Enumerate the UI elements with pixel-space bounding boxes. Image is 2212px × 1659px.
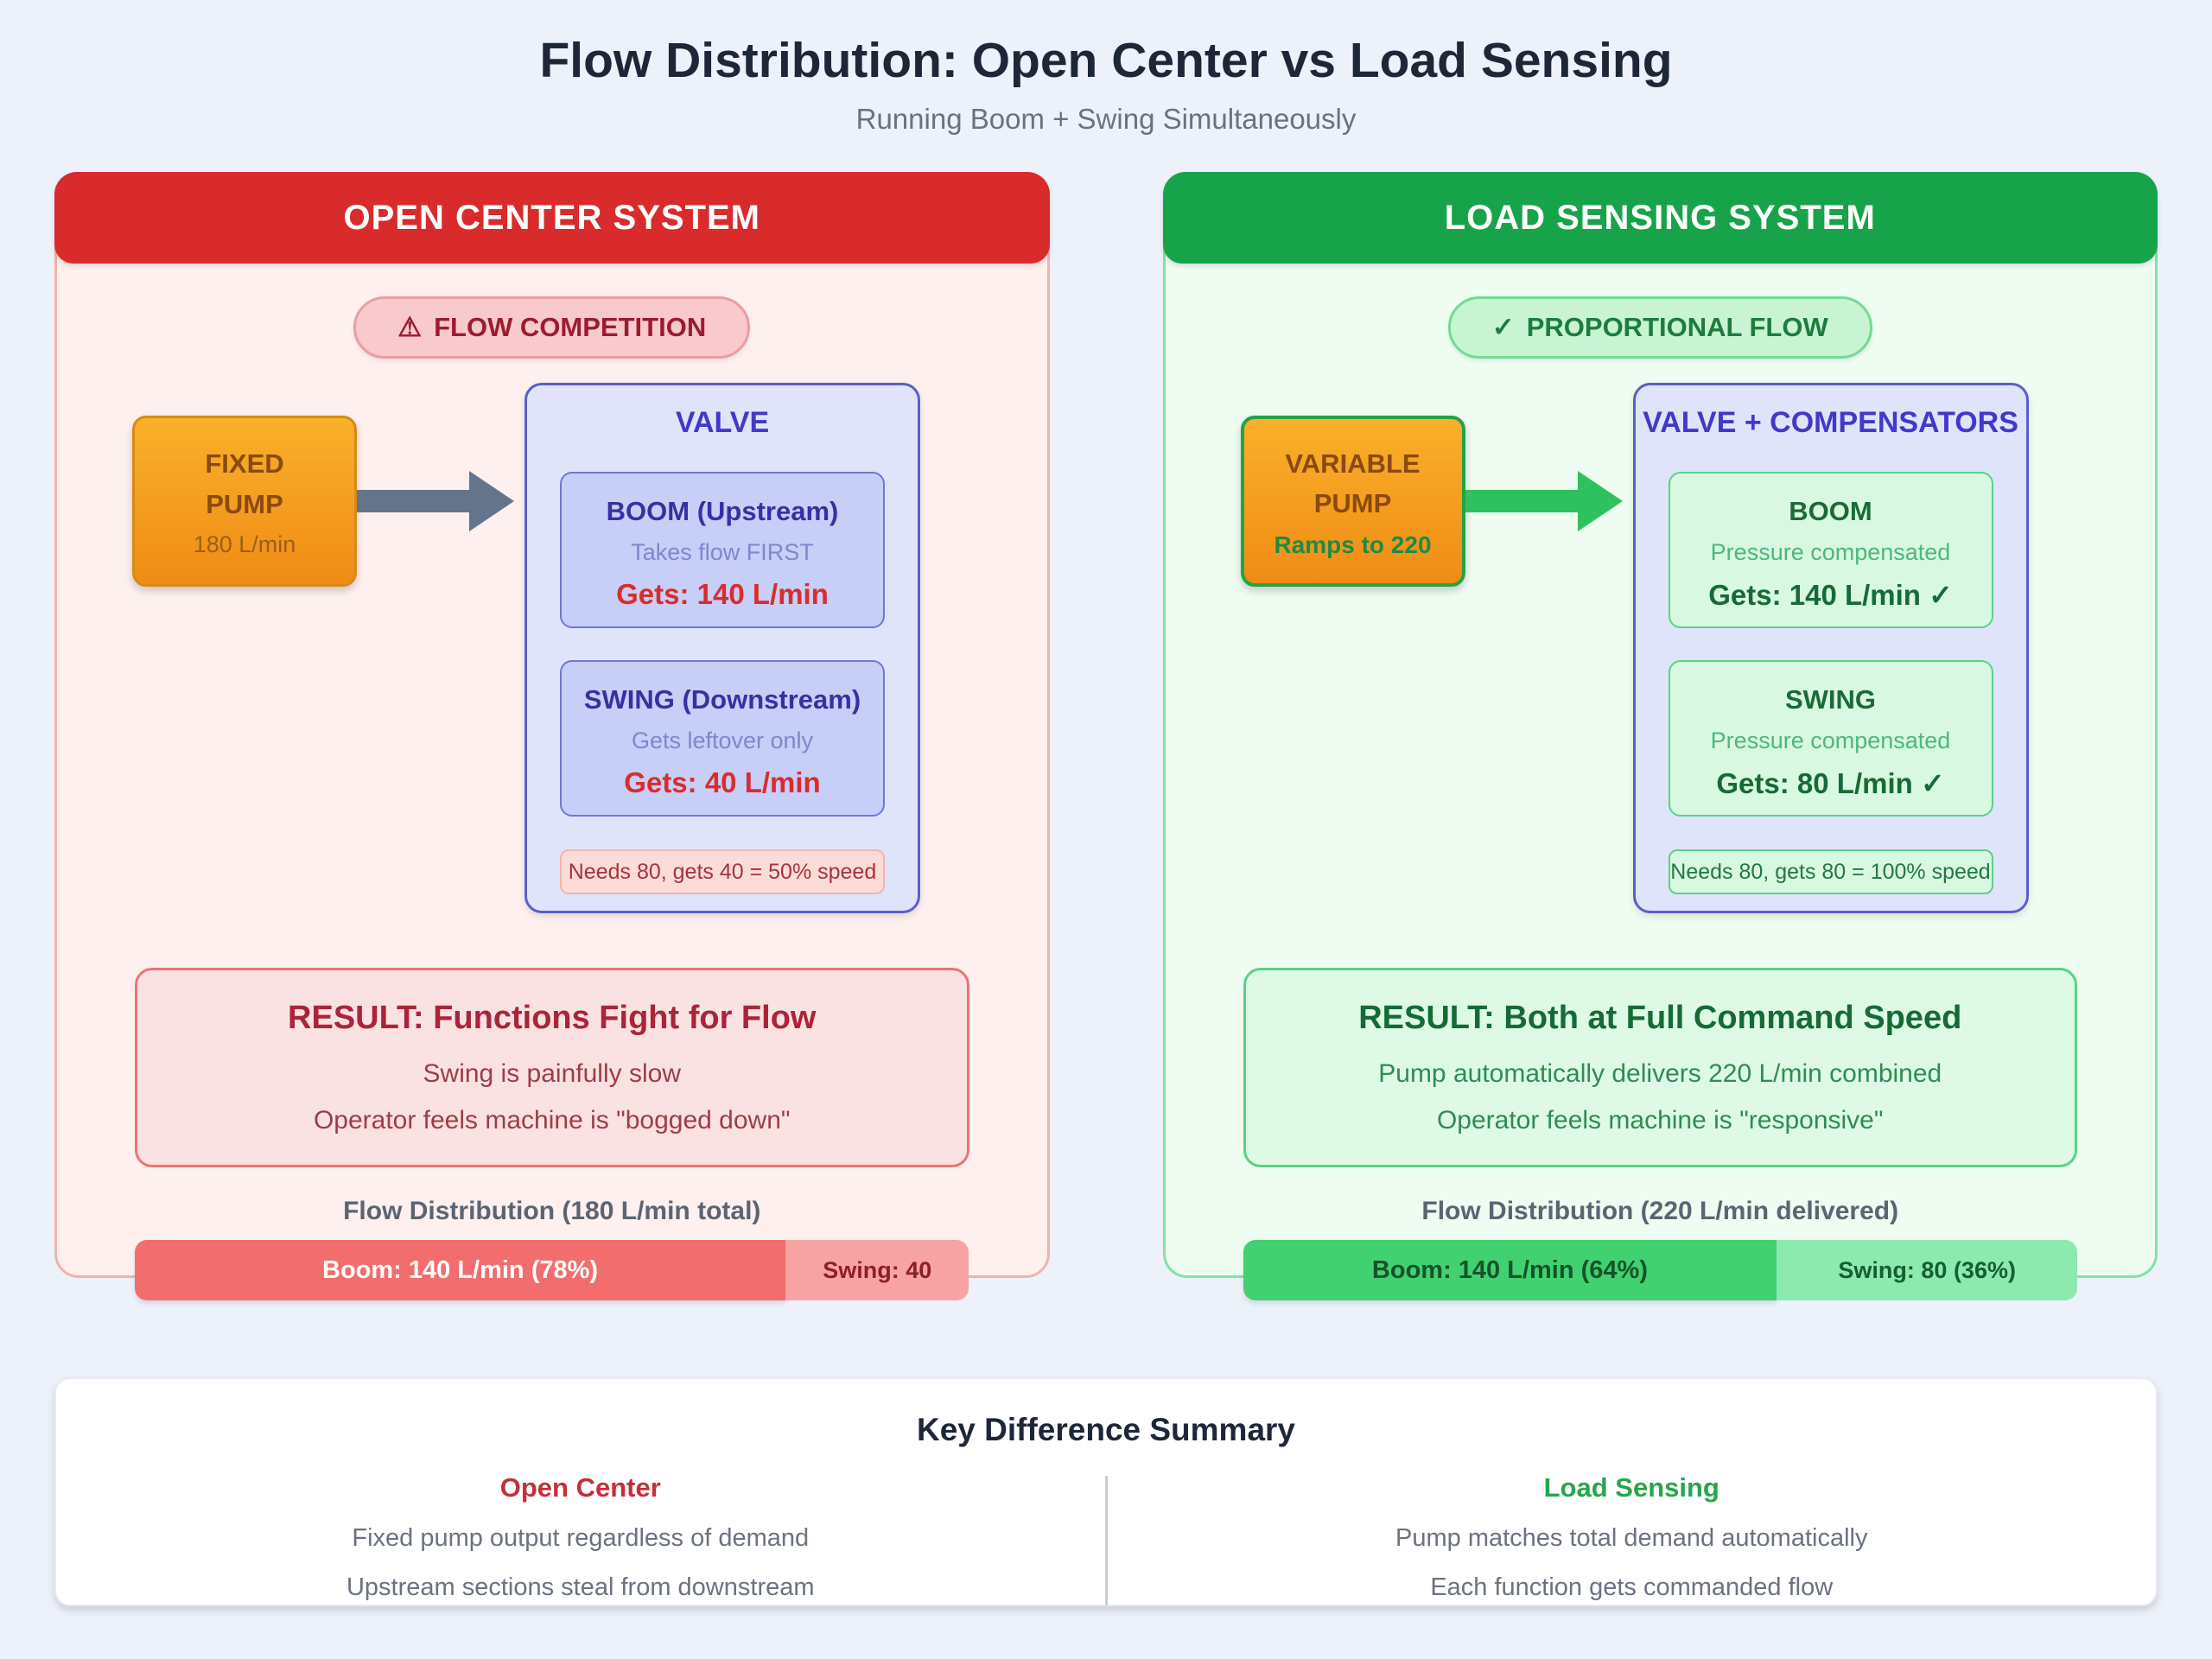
swing-function-box: SWING Pressure compensated Gets: 80 L/mi… — [1668, 660, 1993, 817]
fixed-pump-box: FIXED PUMP 180 L/min — [132, 416, 357, 588]
function-value: Gets: 140 L/min — [616, 578, 829, 611]
summary-column-open-center: Open Center Fixed pump output regardless… — [56, 1472, 1105, 1605]
flow-competition-badge: ⚠ FLOW COMPETITION — [353, 296, 751, 359]
function-value: Gets: 80 L/min ✓ — [1716, 767, 1945, 800]
boom-function-box: BOOM Pressure compensated Gets: 140 L/mi… — [1668, 472, 1993, 629]
result-title: RESULT: Functions Fight for Flow — [288, 1000, 817, 1037]
summary-divider — [1104, 1476, 1108, 1606]
flow-distribution-bar: Boom: 140 L/min (64%) Swing: 80 (36%) — [1243, 1240, 2078, 1301]
bar-boom-segment: Boom: 140 L/min (78%) — [135, 1240, 786, 1301]
valve-title: VALVE — [675, 406, 770, 440]
result-line: Pump automatically delivers 220 L/min co… — [1378, 1059, 1942, 1089]
valve-box: VALVE BOOM (Upstream) Takes flow FIRST G… — [524, 383, 920, 914]
open-center-flow-row: FIXED PUMP 180 L/min VALVE BOOM (Upstrea… — [57, 383, 1047, 914]
valve-title: VALVE + COMPENSATORS — [1643, 406, 2018, 440]
function-name: SWING — [1784, 684, 1877, 715]
result-box: RESULT: Functions Fight for Flow Swing i… — [135, 968, 969, 1168]
panels-row: OPEN CENTER SYSTEM ⚠ FLOW COMPETITION FI… — [0, 172, 2212, 1301]
bar-boom-segment: Boom: 140 L/min (64%) — [1243, 1240, 1777, 1301]
function-desc: Takes flow FIRST — [631, 539, 814, 566]
function-name: BOOM (Upstream) — [606, 496, 839, 527]
summary-title: Key Difference Summary — [916, 1412, 1296, 1448]
summary-columns: Open Center Fixed pump output regardless… — [56, 1472, 2157, 1606]
pump-name-line: FIXED — [205, 448, 284, 480]
pump-name-line: PUMP — [206, 488, 283, 519]
summary-line: Pump matches total demand automatically — [1395, 1524, 1868, 1553]
function-name: BOOM — [1789, 496, 1872, 527]
flow-arrow-icon — [1465, 471, 1623, 532]
swing-function-box: SWING (Downstream) Gets leftover only Ge… — [560, 660, 885, 817]
load-sensing-header: LOAD SENSING SYSTEM — [1162, 172, 2158, 264]
speed-note: Needs 80, gets 80 = 100% speed — [1668, 849, 1993, 895]
fixed-pump-group: FIXED PUMP 180 L/min — [132, 416, 514, 588]
bar-swing-segment: Swing: 40 — [785, 1240, 969, 1301]
summary-heading: Open Center — [499, 1472, 661, 1503]
arrow-shaft — [357, 490, 469, 513]
speed-note: Needs 80, gets 40 = 50% speed — [560, 849, 885, 895]
pump-name-line: VARIABLE — [1285, 448, 1421, 479]
result-line: Operator feels machine is "responsive" — [1436, 1106, 1884, 1135]
warning-icon: ⚠ — [397, 312, 423, 343]
flow-arrow-icon — [357, 471, 514, 532]
result-title: RESULT: Both at Full Command Speed — [1358, 1000, 1962, 1037]
variable-pump-box: VARIABLE PUMP Ramps to 220 — [1240, 416, 1465, 588]
summary-card: Key Difference Summary Open Center Fixed… — [54, 1377, 2158, 1607]
panel-open-center: OPEN CENTER SYSTEM ⚠ FLOW COMPETITION FI… — [54, 172, 1050, 1301]
result-box: RESULT: Both at Full Command Speed Pump … — [1243, 968, 2077, 1168]
flow-distribution-label: Flow Distribution (220 L/min delivered) — [1421, 1197, 1899, 1226]
summary-line: Each function gets commanded flow — [1430, 1573, 1834, 1602]
function-name: SWING (Downstream) — [583, 684, 861, 715]
variable-pump-group: VARIABLE PUMP Ramps to 220 — [1240, 416, 1623, 588]
function-value: Gets: 40 L/min — [624, 766, 821, 799]
page-subtitle: Running Boom + Swing Simultaneously — [855, 102, 1357, 135]
flow-competition-badge-label: FLOW COMPETITION — [434, 312, 707, 343]
arrow-head — [1577, 471, 1623, 532]
page-title: Flow Distribution: Open Center vs Load S… — [539, 33, 1673, 88]
result-line: Swing is painfully slow — [423, 1059, 681, 1089]
open-center-header: OPEN CENTER SYSTEM — [54, 172, 1050, 264]
pump-name-line: PUMP — [1313, 488, 1392, 519]
pump-flow-value: 180 L/min — [193, 531, 296, 558]
proportional-flow-badge-label: PROPORTIONAL FLOW — [1526, 312, 1828, 343]
check-icon: ✓ — [1491, 312, 1515, 343]
function-value: Gets: 140 L/min ✓ — [1708, 579, 1953, 612]
summary-heading: Load Sensing — [1543, 1472, 1719, 1503]
bar-swing-segment: Swing: 80 (36%) — [1777, 1240, 2077, 1301]
flow-distribution-bar: Boom: 140 L/min (78%) Swing: 40 — [135, 1240, 969, 1301]
boom-function-box: BOOM (Upstream) Takes flow FIRST Gets: 1… — [560, 472, 885, 629]
valve-compensators-box: VALVE + COMPENSATORS BOOM Pressure compe… — [1632, 383, 2029, 914]
load-sensing-flow-row: VARIABLE PUMP Ramps to 220 VALVE + COMPE… — [1166, 383, 2156, 914]
function-desc: Pressure compensated — [1710, 539, 1951, 566]
panel-load-sensing: LOAD SENSING SYSTEM ✓ PROPORTIONAL FLOW … — [1162, 172, 2158, 1301]
summary-column-load-sensing: Load Sensing Pump matches total demand a… — [1108, 1472, 2157, 1605]
arrow-shaft — [1465, 490, 1578, 513]
function-desc: Gets leftover only — [631, 728, 814, 754]
function-desc: Pressure compensated — [1710, 728, 1951, 754]
pump-flow-value: Ramps to 220 — [1274, 531, 1432, 558]
result-line: Operator feels machine is "bogged down" — [313, 1106, 791, 1135]
summary-line: Fixed pump output regardless of demand — [352, 1524, 810, 1553]
arrow-head — [469, 471, 514, 532]
summary-line: Upstream sections steal from downstream — [346, 1573, 815, 1602]
proportional-flow-badge: ✓ PROPORTIONAL FLOW — [1447, 296, 1872, 359]
flow-distribution-label: Flow Distribution (180 L/min total) — [343, 1197, 761, 1226]
